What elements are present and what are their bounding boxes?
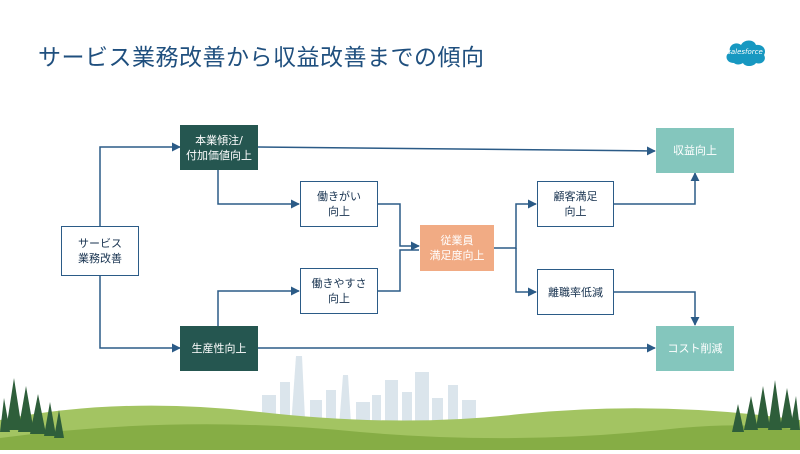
edge-service-productivity — [99, 275, 181, 353]
edge-productivity-ease — [217, 286, 300, 326]
node-business-focus: 本業傾注/ 付加価値向上 — [180, 125, 258, 170]
edge-focus-motivation — [217, 170, 300, 209]
node-productivity: 生産性向上 — [180, 326, 258, 371]
logo-wordmark: salesforce — [727, 48, 763, 56]
slide-title: サービス業務改善から収益改善までの傾向 — [38, 45, 485, 71]
salesforce-logo: salesforce — [722, 36, 768, 68]
node-cost-reduction: コスト削減 — [656, 326, 734, 371]
node-turnover-reduction: 離職率低減 — [537, 269, 614, 315]
node-revenue-growth: 収益向上 — [656, 128, 734, 173]
edge-ease-employee — [378, 249, 419, 292]
node-work-ease: 働きやすさ 向上 — [300, 268, 378, 314]
edge-customer-revenue — [614, 172, 700, 205]
edge-employee-turnover — [515, 248, 537, 297]
edge-motivation-employee — [378, 203, 420, 251]
node-employee-satisfaction: 従業員 満足度向上 — [420, 225, 494, 271]
node-motivation: 働きがい 向上 — [300, 181, 378, 227]
edge-employee-customer — [494, 199, 537, 249]
node-service-improvement: サービス 業務改善 — [61, 226, 139, 276]
node-customer-satisfaction: 顧客満足 向上 — [537, 181, 614, 227]
edge-turnover-cost — [614, 291, 700, 326]
edge-service-focus — [99, 142, 181, 230]
edge-focus-revenue — [257, 146, 656, 156]
